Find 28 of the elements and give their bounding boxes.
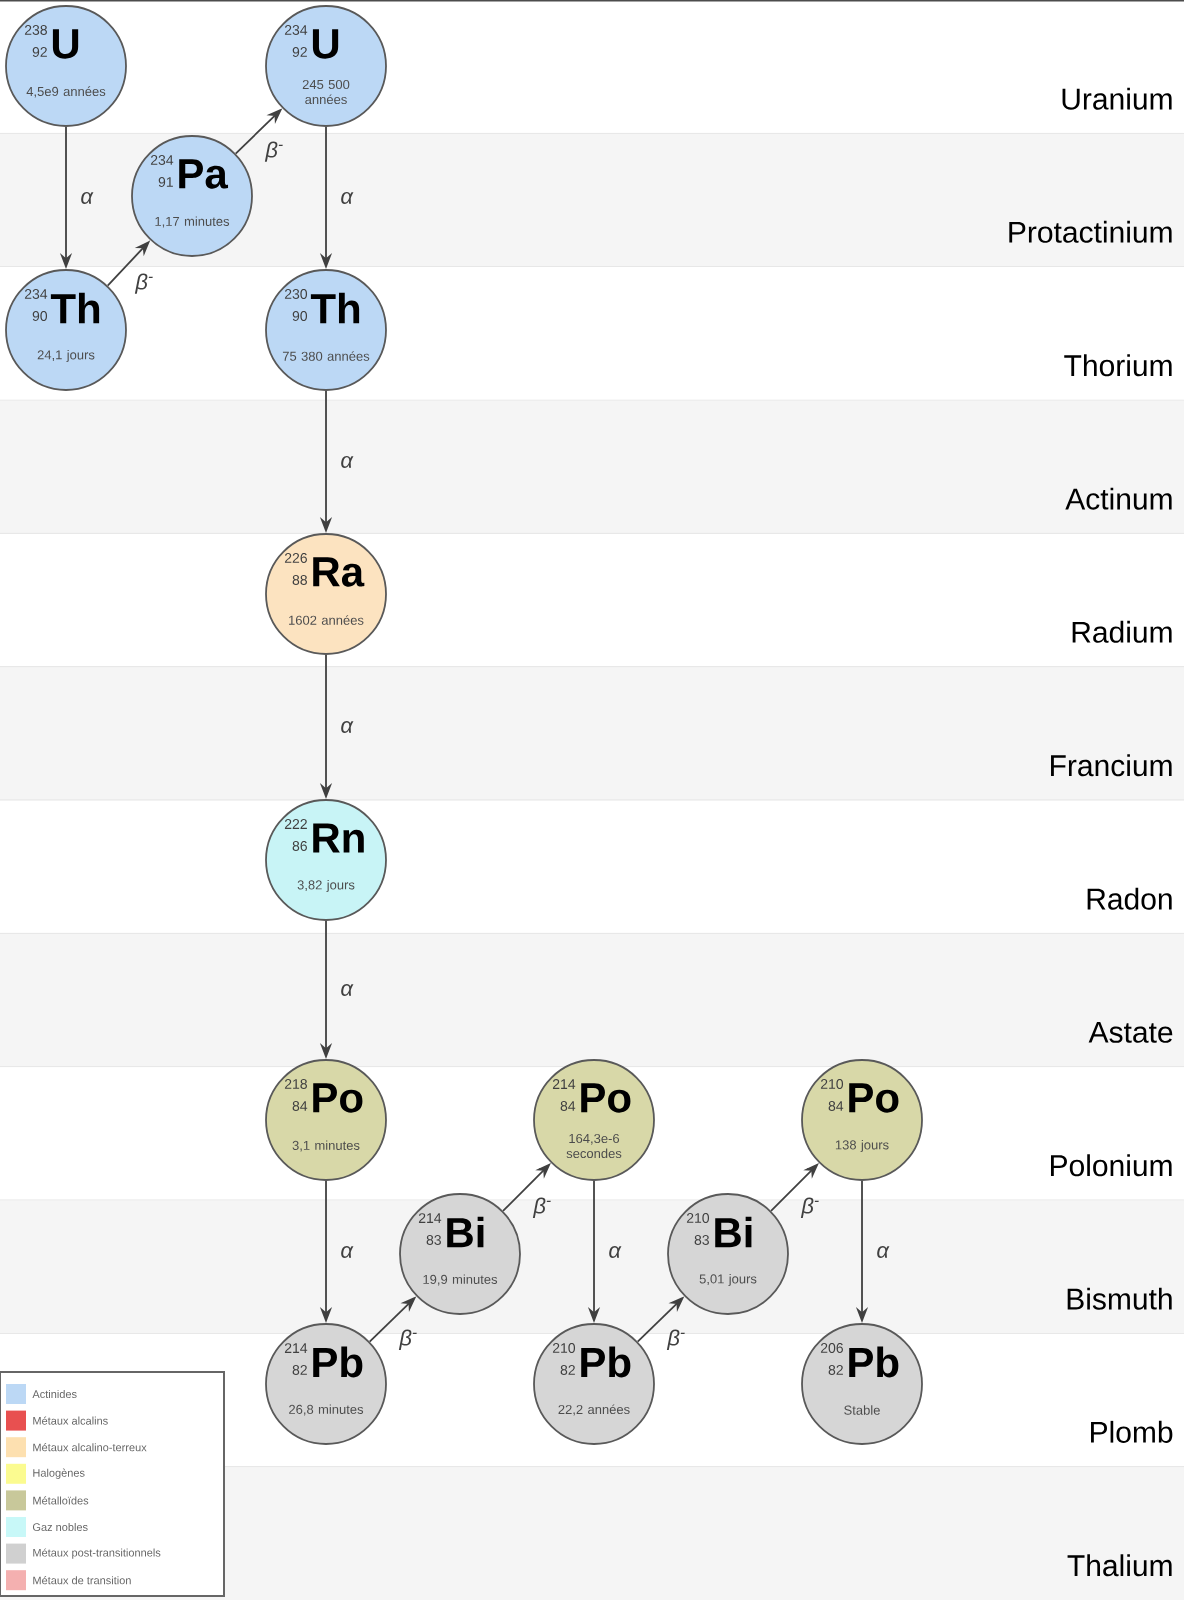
row-label: Radium bbox=[1072, 620, 1172, 643]
row-label: Astate bbox=[1088, 1021, 1173, 1043]
edge-label: β$^{-}$ bbox=[800, 1197, 819, 1218]
edge-label: α bbox=[341, 1245, 354, 1258]
arrow bbox=[502, 1163, 551, 1212]
edge-label: β$^{-}$ bbox=[398, 1329, 417, 1350]
edge-label: β$^{-}$ bbox=[532, 1197, 551, 1218]
arrow bbox=[770, 1163, 819, 1212]
edge-label: α bbox=[341, 983, 354, 996]
edge-label: β$^{-}$ bbox=[134, 273, 153, 294]
row-label: Radon bbox=[1087, 887, 1172, 910]
row-label: Bismuth bbox=[1067, 1287, 1172, 1310]
edge-label: α bbox=[81, 191, 94, 204]
row-label: Protactinium bbox=[1009, 220, 1172, 243]
edge-label: β$^{-}$ bbox=[264, 141, 283, 162]
row-label: Actinum bbox=[1065, 487, 1172, 510]
row-label: Uranium bbox=[1062, 87, 1172, 110]
row-label: Thorium bbox=[1064, 354, 1172, 377]
row-label: Polonium bbox=[1051, 1154, 1172, 1177]
row-label: Thalium bbox=[1067, 1554, 1172, 1577]
edge-label: α bbox=[341, 455, 354, 468]
edge-label: β$^{-}$ bbox=[666, 1329, 685, 1350]
edge-label: α bbox=[877, 1245, 890, 1258]
edge-label: α bbox=[609, 1245, 622, 1258]
edge-label: α bbox=[341, 191, 354, 204]
row-label: Plomb bbox=[1091, 1420, 1173, 1443]
row-label: Francium bbox=[1051, 754, 1172, 777]
edge-label: α bbox=[341, 720, 354, 733]
